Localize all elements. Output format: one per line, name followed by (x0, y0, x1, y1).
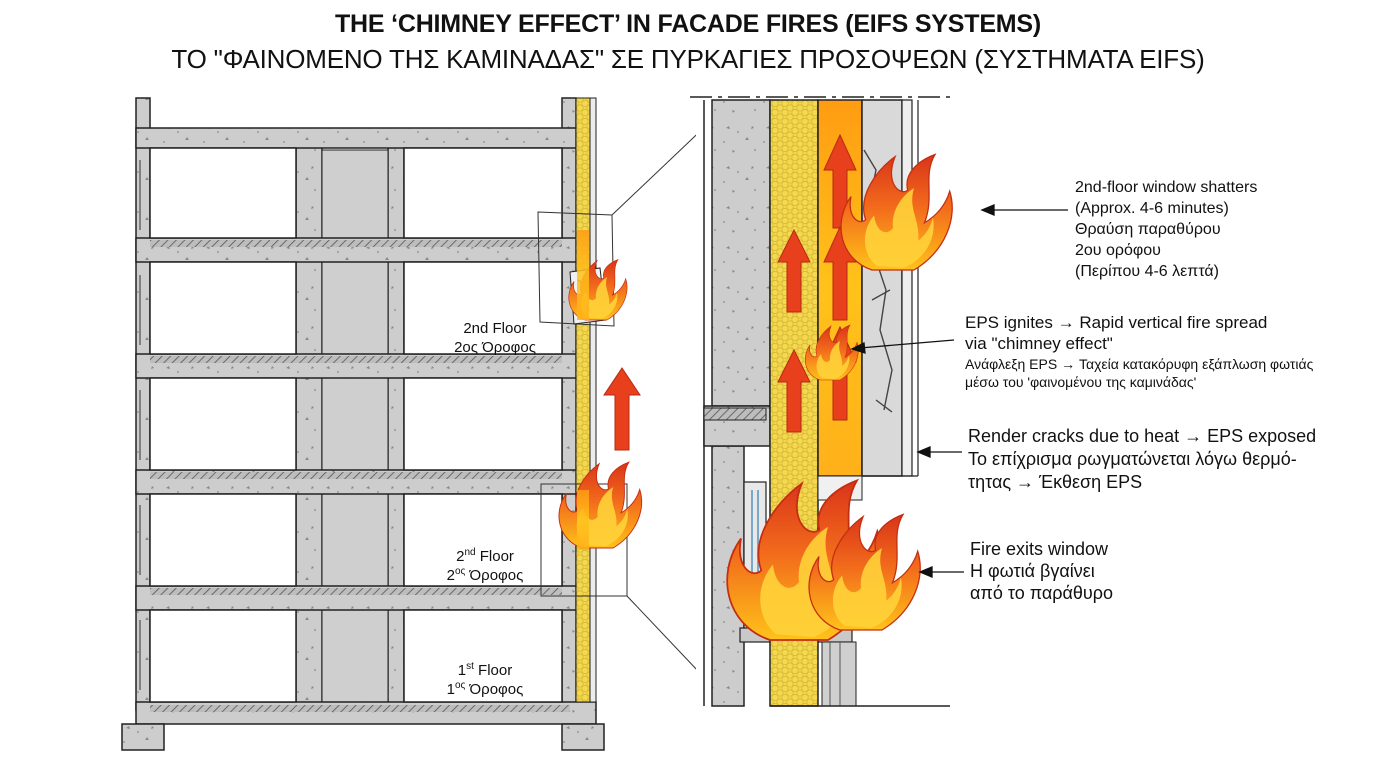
vertical-spread-arrow (603, 367, 641, 451)
floor-label-upper-gr: 2ος Όροφος (454, 338, 536, 356)
eps-insulation-strip (575, 97, 591, 703)
render-layer (589, 97, 597, 703)
left-column (135, 97, 151, 711)
facade-detail (690, 96, 953, 708)
title-english: THE ‘CHIMNEY EFFECT’ IN FACADE FIRES (EI… (334, 10, 1042, 38)
floor-label-lower-gr: 1ος Όροφος (446, 679, 524, 698)
footing-left (121, 723, 165, 751)
floor-label-middle: 2nd Floor 2ος Όροφος (430, 548, 540, 586)
floor-label-upper: 2nd Floor 2ος Όροφος (440, 320, 550, 358)
callout-arrows (850, 204, 1068, 578)
floor-label-lower-en: 1st Floor (457, 661, 513, 680)
render-cracked (861, 99, 903, 477)
floor-label-upper-en: 2nd Floor (463, 320, 527, 337)
burning-strip-upper (577, 230, 589, 320)
floor-label-lower: 1st Floor 1ος Όροφος (430, 662, 540, 700)
floor-label-middle-gr: 2ος Όροφος (446, 565, 524, 584)
detail-window-box (537, 211, 615, 327)
column-mid-right (387, 134, 405, 711)
callout-fire-exits: Fire exits window Η φωτιά βγαίνει από το… (970, 539, 1114, 603)
burning-strip-lower (577, 490, 589, 550)
callout-eps-ignites-gr: Ανάφλεξη EPS → Ταχεία κατακόρυφη εξάπλωσ… (965, 356, 1314, 390)
callout-eps-ignites: EPS ignites → Rapid vertical fire spread… (965, 313, 1268, 353)
floor-slabs (135, 237, 577, 611)
stair-core (321, 149, 389, 711)
callout-render-cracks: Render cracks due to heat → EPS exposed … (968, 426, 1317, 492)
roof-slab (135, 127, 577, 149)
title-greek: ΤΟ "ΦΑΙΝΟΜΕΝΟ ΤΗΣ ΚΑΜΙΝΑΔΑΣ" ΣΕ ΠΥΡΚΑΓΙΕ… (171, 44, 1205, 74)
callout-window-shatters: 2nd-floor window shatters (Approx. 4-6 m… (1075, 179, 1258, 280)
footing-right (561, 723, 605, 751)
building-section (121, 97, 717, 751)
right-column (561, 97, 577, 711)
column-mid-left (295, 134, 323, 711)
concrete-wall (711, 99, 771, 407)
floor-label-middle-en: 2nd Floor (456, 547, 514, 566)
